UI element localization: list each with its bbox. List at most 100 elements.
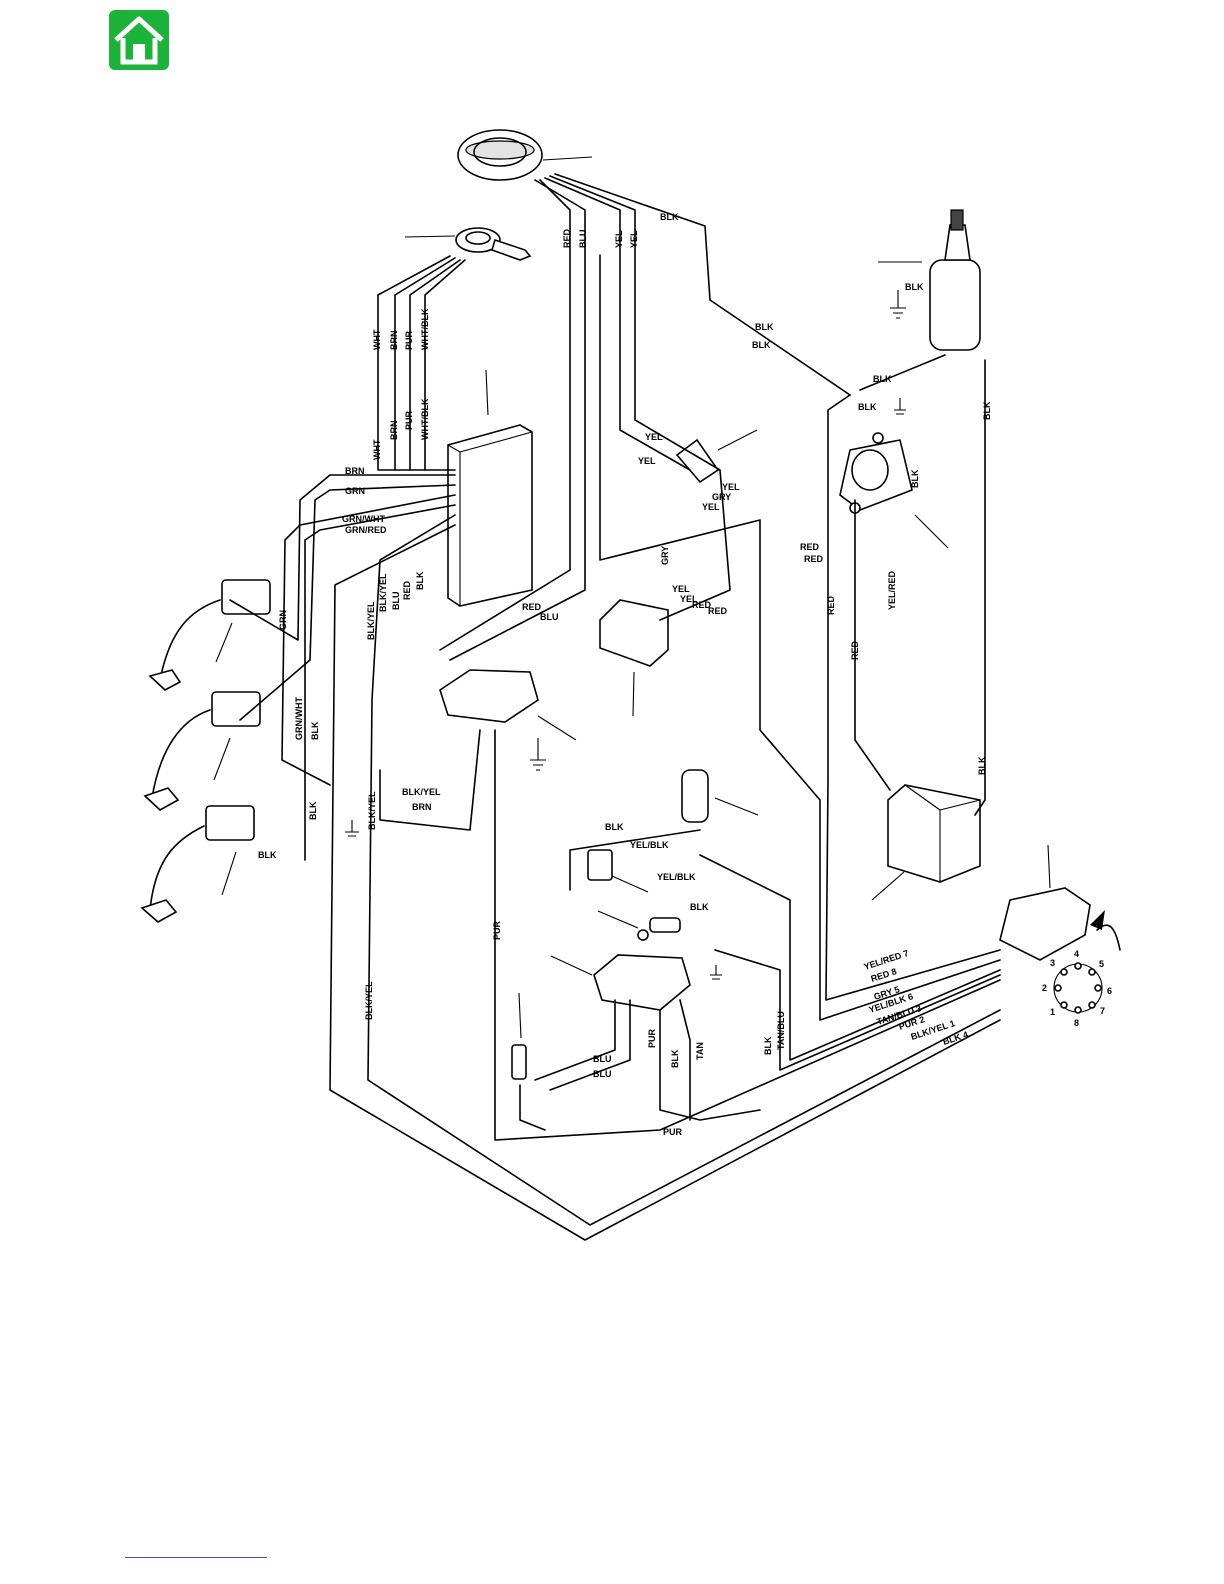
- label-red-8: RED: [826, 595, 836, 615]
- label-yel-7: YEL: [672, 584, 690, 594]
- wire-labels: BLK RED BLU YEL YEL WHT BRN PUR WHT/BLK …: [258, 212, 992, 1137]
- junction-block: [675, 429, 758, 484]
- label-yel-1: YEL: [614, 230, 624, 248]
- label-blk-5: BLK: [752, 340, 771, 350]
- label-blk-17: BLK: [763, 1036, 773, 1055]
- home-button[interactable]: [109, 10, 169, 70]
- battery: [871, 784, 981, 901]
- footer-link-underline[interactable]: [125, 1557, 267, 1558]
- cd-module: [439, 669, 577, 771]
- label-yel-3: YEL: [645, 432, 663, 442]
- temperature-sender: [597, 910, 681, 941]
- label-blk-yel-1: BLK/YEL: [366, 601, 376, 640]
- pin-5-label: 5: [1099, 959, 1104, 969]
- label-red-9: RED: [850, 640, 860, 660]
- label-yel-blk-1: YEL/BLK: [630, 840, 669, 850]
- pin-2-label: 2: [1042, 983, 1047, 993]
- label-pur-5: PUR: [663, 1127, 683, 1137]
- label-blk-13: BLK: [258, 850, 277, 860]
- label-blk-2: BLK: [310, 721, 320, 740]
- label-red-3: RED: [522, 602, 542, 612]
- pin-7-label: 7: [1100, 1006, 1105, 1016]
- wires: [229, 173, 1001, 1241]
- label-blk-yel-3: BLK/YEL: [402, 787, 441, 797]
- label-pur-4: PUR: [647, 1028, 657, 1048]
- ground-symbols: [345, 290, 906, 980]
- label-yel-2: YEL: [629, 230, 639, 248]
- label-yel-blk-2: YEL/BLK: [657, 872, 696, 882]
- ignition-coil-3: [140, 805, 255, 923]
- label-tan-1: TAN: [695, 1042, 705, 1060]
- ignition-coil-1: [148, 579, 271, 691]
- label-wht-blk-2: WHT/BLK: [420, 398, 430, 440]
- label-red-1: RED: [562, 228, 572, 248]
- label-red-6: RED: [800, 542, 820, 552]
- label-red-4: RED: [692, 600, 712, 610]
- label-wht-1: WHT: [372, 329, 382, 350]
- label-brn-4: BRN: [412, 802, 432, 812]
- pin-1-label: 1: [1050, 1007, 1055, 1017]
- label-wht-2: WHT: [372, 439, 382, 460]
- pin-8-label: 8: [1074, 1018, 1079, 1028]
- label-blk-10: BLK: [910, 469, 920, 488]
- label-blk-7: BLK: [858, 402, 877, 412]
- label-pur-3: PUR: [492, 920, 502, 940]
- label-brn-2: BRN: [389, 421, 399, 441]
- label-yel-red-1: YEL/RED: [887, 570, 897, 610]
- label-yel-4: YEL: [638, 456, 656, 466]
- trigger: [404, 227, 532, 261]
- label-blu-4: BLU: [593, 1054, 612, 1064]
- label-grn-wht-2: GRN/WHT: [294, 697, 304, 740]
- label-blk-9: BLK: [982, 401, 992, 420]
- label-blu-5: BLU: [593, 1069, 612, 1079]
- label-blk-3: BLK: [415, 571, 425, 590]
- label-brn-1: BRN: [389, 331, 399, 351]
- label-wht-blk-1: WHT/BLK: [420, 308, 430, 350]
- pin-4-label: 4: [1074, 949, 1079, 959]
- label-blk-15: BLK: [690, 902, 709, 912]
- label-blu-1: BLU: [578, 230, 588, 249]
- label-blk-11: BLK: [977, 756, 987, 775]
- label-gry-2: GRY: [660, 546, 670, 565]
- ignition-coil-2: [143, 691, 261, 811]
- label-blk-1: BLK: [660, 212, 679, 222]
- label-grn-wht-1: GRN/WHT: [342, 514, 385, 524]
- label-blk-16: BLK: [670, 1049, 680, 1068]
- pin-6-label: 6: [1107, 986, 1112, 996]
- label-yel-8: YEL: [680, 594, 698, 604]
- label-tan-blu-1: TAN/BLU: [776, 1011, 786, 1050]
- home-icon: [109, 10, 169, 70]
- harness-plug: [999, 844, 1121, 961]
- label-pur-1: PUR: [404, 330, 414, 350]
- label-grn-red-1: GRN/RED: [345, 525, 387, 535]
- label-blk-4: BLK: [755, 322, 774, 332]
- starter-solenoid: [839, 432, 949, 549]
- starter-motor: [878, 209, 981, 351]
- label-yel-6: YEL: [702, 502, 720, 512]
- pin-3-label: 3: [1050, 958, 1055, 968]
- label-blk-12: BLK: [308, 801, 318, 820]
- label-blu-2: BLU: [391, 592, 401, 611]
- label-red-5: RED: [708, 606, 728, 616]
- label-gry-1: GRY: [712, 492, 731, 502]
- choke-solenoid: [681, 769, 759, 823]
- switch-box: [447, 369, 533, 607]
- label-blk-8: BLK: [905, 282, 924, 292]
- sensor: [511, 992, 527, 1080]
- label-blk-6: BLK: [873, 374, 892, 384]
- label-grn-1: GRN: [345, 486, 365, 496]
- control-module: [550, 954, 691, 1011]
- label-pur-2: PUR: [404, 410, 414, 430]
- label-blk-yel-5: BLK/YEL: [364, 981, 374, 1020]
- label-yel-5: YEL: [722, 482, 740, 492]
- pin-connector: 1 2 3 4 5 6 7 8: [1042, 949, 1112, 1028]
- stator: [457, 129, 593, 181]
- label-red-2: RED: [402, 580, 412, 600]
- label-blu-3: BLU: [540, 612, 559, 622]
- label-blk-yel-4: BLK/YEL: [367, 791, 377, 830]
- label-blk-yel-2: BLK/YEL: [378, 573, 388, 612]
- label-red-7: RED: [804, 554, 824, 564]
- label-brn-3: BRN: [345, 466, 365, 476]
- rectifier: [599, 599, 669, 717]
